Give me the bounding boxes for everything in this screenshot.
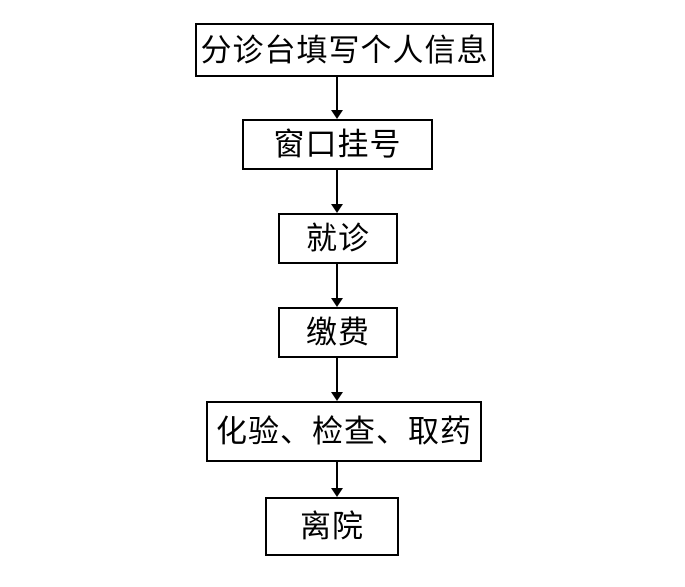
- flow-step-payment: 缴费: [278, 307, 398, 358]
- flow-step-window-registration: 窗口挂号: [242, 119, 433, 170]
- flow-step-consultation: 就诊: [278, 213, 398, 264]
- arrow-down-icon: [331, 170, 343, 213]
- arrow-down-icon: [331, 77, 343, 119]
- arrow-down-icon: [331, 358, 343, 401]
- arrow-down-icon: [331, 264, 343, 307]
- flow-step-discharge: 离院: [265, 497, 399, 556]
- arrow-down-icon: [331, 462, 343, 497]
- flow-step-tests-exam-medicine: 化验、检查、取药: [206, 401, 482, 462]
- flow-step-triage-info: 分诊台填写个人信息: [195, 23, 494, 77]
